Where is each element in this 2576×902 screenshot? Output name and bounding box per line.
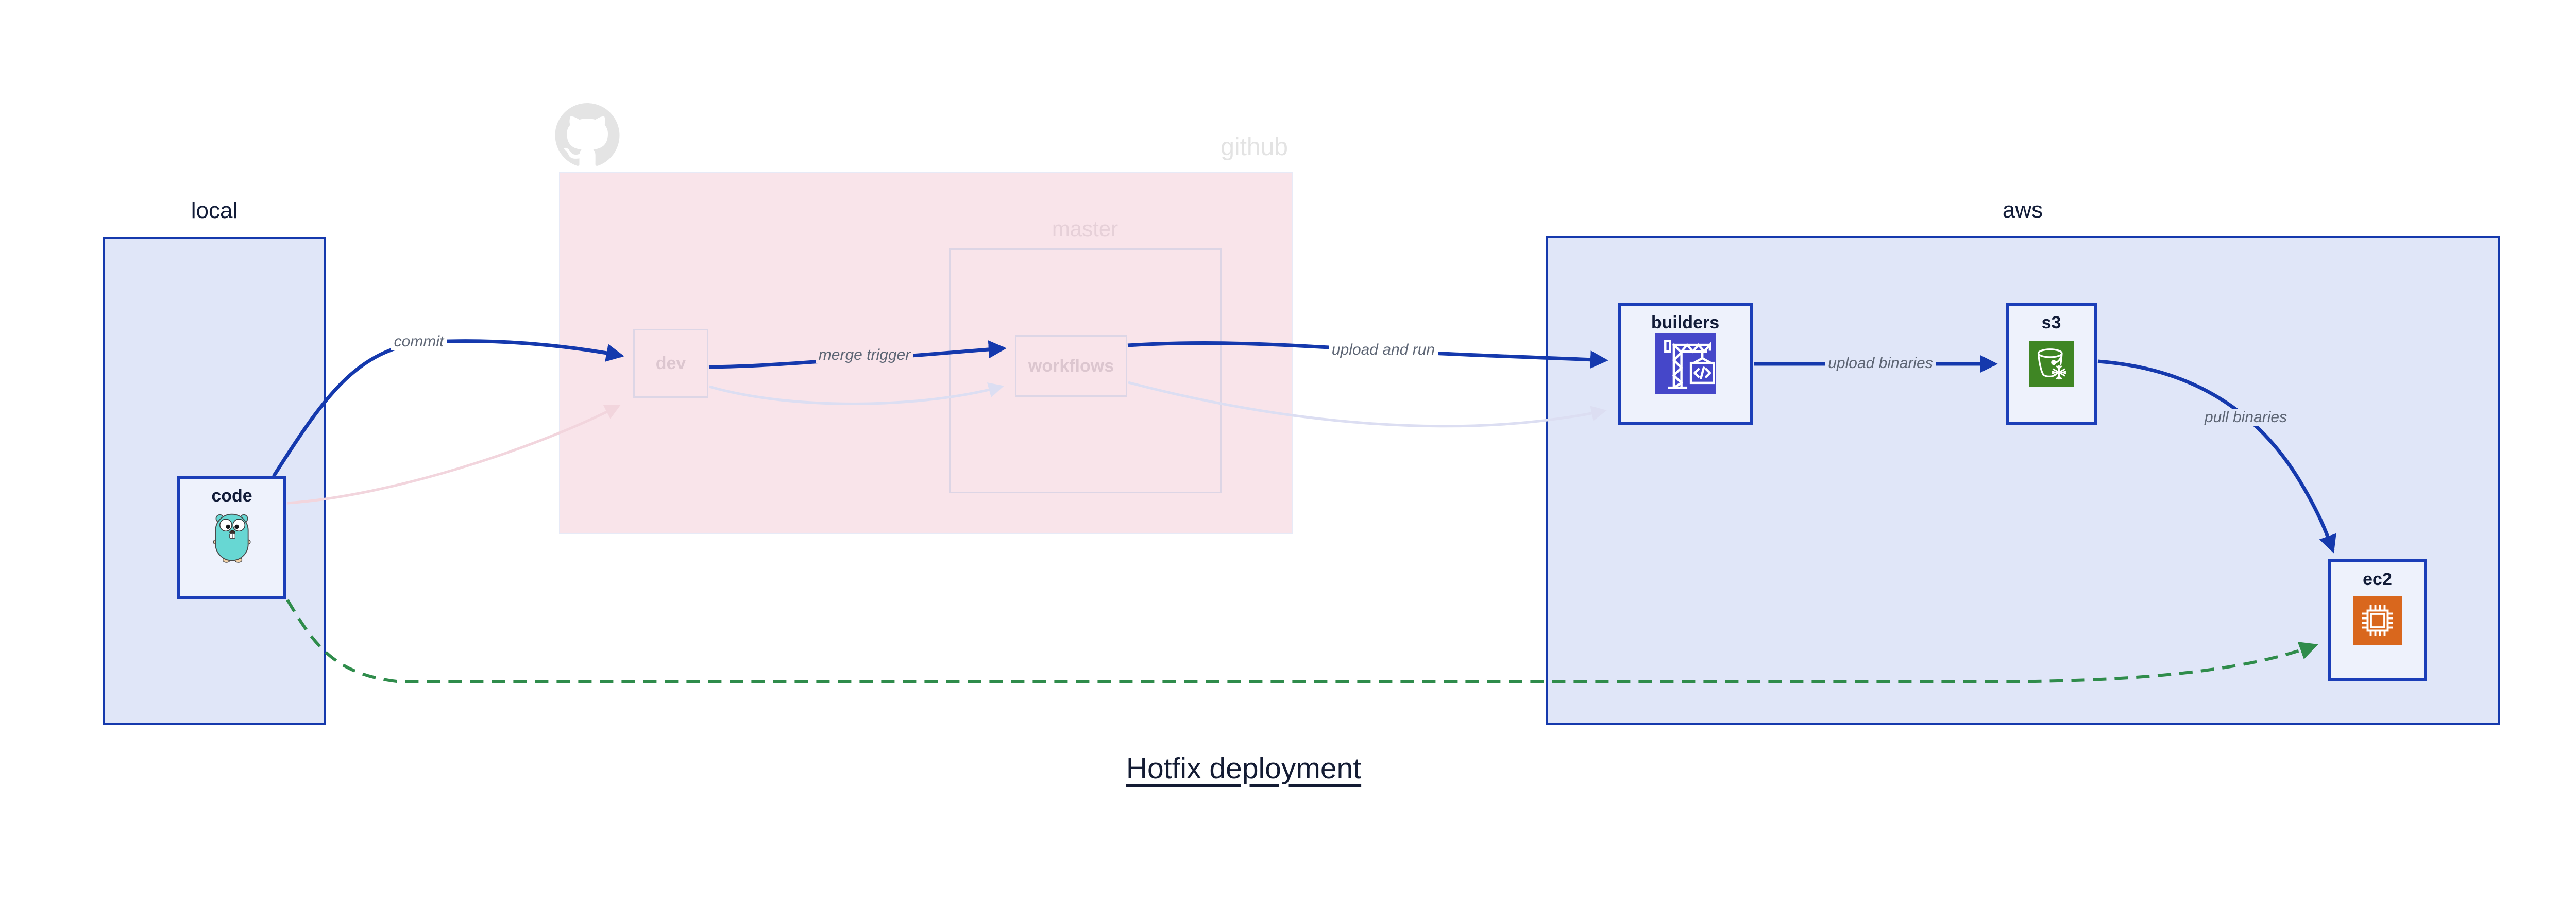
node-dev-label: dev (655, 353, 686, 373)
edge-pull-binaries-line (2097, 359, 2336, 554)
edge-label-merge-trigger: merge trigger (787, 345, 942, 365)
node-ec2: ec2 (2328, 559, 2427, 681)
node-workflows: workflows (1015, 335, 1127, 397)
master-branch-region (949, 248, 1222, 493)
github-octocat-icon (554, 103, 620, 170)
github-region-label: github (1221, 133, 1288, 161)
node-workflows-label: workflows (1028, 356, 1114, 376)
aws-s3-glacier-bucket-icon (2028, 341, 2074, 387)
master-region-label: master (1052, 216, 1118, 241)
go-gopher-icon (212, 510, 251, 564)
node-dev: dev (633, 329, 708, 398)
node-code-label: code (211, 486, 252, 506)
edge-faded-workflows-to-builders (1128, 381, 1607, 428)
node-ec2-label: ec2 (2363, 570, 2392, 589)
node-s3-label: s3 (2041, 313, 2061, 332)
aws-region-label: aws (2002, 197, 2043, 223)
node-s3: s3 (2006, 303, 2097, 425)
edge-label-commit: commit (367, 332, 470, 352)
aws-ec2-chip-icon (2352, 596, 2402, 645)
edge-hotfix-dashed-line (286, 599, 2318, 683)
node-builders-label: builders (1651, 313, 1720, 332)
edge-faded-dev-to-workflows (709, 382, 1004, 405)
edge-label-upload-binaries: upload binaries (1803, 354, 1958, 373)
node-builders: builders (1618, 303, 1753, 425)
local-region-label: local (191, 198, 238, 223)
edge-label-upload-and-run: upload and run (1306, 340, 1461, 360)
aws-codebuild-crane-icon (1655, 333, 1716, 394)
edge-commit-line (272, 339, 624, 477)
edge-label-pull-binaries: pull binaries (2168, 408, 2323, 427)
node-code: code (177, 476, 286, 599)
diagram-title: Hotfix deployment (1126, 752, 1362, 785)
edge-faded-code-to-dev (287, 405, 621, 505)
